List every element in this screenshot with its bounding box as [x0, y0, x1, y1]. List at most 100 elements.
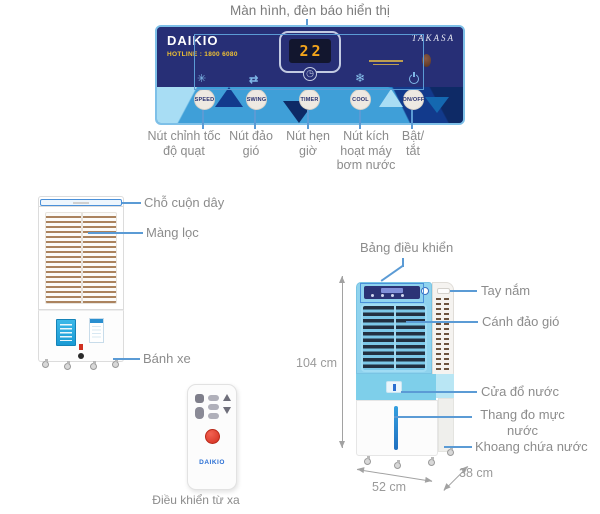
front-louver-grille — [361, 304, 427, 372]
remote-button — [195, 407, 204, 419]
caption-line: bơm nước — [336, 158, 396, 172]
cooler-top-cap — [38, 196, 124, 207]
width-dimension: 52 cm — [372, 480, 407, 494]
remote-button — [208, 404, 219, 410]
label-cord-wrap: Chỗ cuộn dây — [144, 195, 225, 210]
label-handle: Tay nắm — [481, 283, 531, 298]
caster-wheel — [112, 359, 119, 368]
remote-button — [195, 394, 204, 403]
caster-wheel — [447, 447, 454, 456]
pattern-shape — [379, 89, 403, 107]
caption-line: Nút chỉnh tốc — [147, 129, 221, 143]
remote-button — [208, 395, 219, 401]
caption-line: Nút đảo — [229, 129, 273, 143]
caption-line: nước — [507, 423, 538, 438]
cool-button: COOL — [350, 89, 371, 110]
brand-badge — [421, 287, 429, 295]
leader-line — [394, 416, 472, 418]
depth-dimension: 38 cm — [459, 466, 494, 480]
power-icon — [409, 71, 419, 84]
side-vent — [444, 298, 449, 372]
mini-display — [381, 288, 403, 293]
leader-line — [88, 232, 143, 234]
leader-line — [406, 321, 478, 323]
caster-wheel — [42, 359, 49, 368]
caption-cool: Nút kích hoạt máy bơm nước — [336, 129, 396, 173]
label-sticker — [56, 319, 76, 346]
onoff-button: ON/OFF — [403, 89, 424, 110]
mid-band-side — [436, 374, 454, 398]
mini-button — [401, 294, 404, 297]
caption-timer: Nút hẹn giờ — [284, 129, 332, 158]
caption-line: hoạt máy — [340, 143, 392, 158]
leader-line — [202, 110, 204, 129]
remote-power-button — [205, 429, 220, 444]
caption-line: Bật/ — [401, 129, 425, 143]
timer-button: TIMER — [299, 89, 320, 110]
filter-slats — [45, 212, 117, 304]
height-dimension-line — [338, 276, 347, 448]
ir-sensor — [422, 54, 431, 67]
caption-line: Nút hẹn — [286, 129, 330, 143]
leader-line — [307, 110, 309, 129]
pattern-shape — [215, 87, 243, 107]
handle — [437, 288, 450, 294]
label-water-gauge: Thang đo mực nước — [475, 407, 570, 439]
leader-line — [359, 110, 361, 129]
speed-button: SPEED — [194, 89, 215, 110]
remote-control: DAIKIO — [187, 384, 237, 490]
cooler-side-face — [432, 282, 454, 376]
notice-small-print — [369, 60, 403, 62]
leader-line — [444, 446, 472, 448]
side-vent — [436, 298, 441, 372]
label-wheels: Bánh xe — [143, 351, 191, 366]
caption-line: Thang đo mực — [480, 407, 565, 422]
hotline-text: HOTLINE : 1800 6080 — [167, 51, 238, 58]
water-level-gauge — [394, 406, 398, 450]
swing-button: SWING — [246, 89, 267, 110]
timer-clock-icon: ◷ — [303, 67, 317, 81]
caster-wheel — [394, 460, 401, 469]
display-annotation-box — [194, 34, 424, 90]
remote-brand-logo: DAIKIO — [199, 459, 225, 466]
down-arrow-icon — [223, 407, 231, 414]
label-louvers: Cánh đảo gió — [482, 314, 560, 329]
leader-line — [401, 391, 477, 393]
caption-line: gió — [242, 143, 260, 158]
leader-line — [254, 110, 256, 129]
caster-wheel — [428, 457, 435, 466]
spec-sticker — [89, 318, 104, 343]
water-tank-side — [438, 398, 454, 452]
panel-face: DAIKIO HOTLINE : 1800 6080 TAKASA 22 ◷ ✳… — [157, 27, 463, 90]
brand-logo: DAIKIO — [167, 33, 219, 48]
cooler-front-view — [356, 280, 456, 480]
swing-icon: ⇄ — [249, 74, 259, 86]
leader-line — [380, 265, 403, 282]
rear-filter-grille — [38, 207, 124, 310]
display-bezel: 22 — [279, 31, 341, 73]
caption-swing: Nút đảo gió — [227, 129, 275, 158]
fan-icon: ✳ — [197, 73, 207, 85]
notice-small-print — [373, 63, 399, 66]
temperature-display: 22 — [289, 39, 331, 63]
leader-line — [113, 358, 140, 360]
label-control-panel: Bảng điều khiển — [360, 240, 454, 255]
cooler-lower-body — [38, 310, 124, 362]
brand-secondary: TAKASA — [411, 33, 455, 43]
caster-wheel — [364, 456, 371, 465]
caption-line: giờ — [299, 143, 317, 158]
caster-wheel — [64, 361, 71, 370]
caption-line: độ quạt — [163, 143, 205, 158]
leader-line — [411, 110, 413, 129]
cooler-front-face — [356, 282, 432, 374]
drain-valve — [79, 344, 83, 350]
mini-button — [371, 294, 374, 297]
mini-control-panel — [364, 286, 420, 299]
caption-speed: Nút chỉnh tốc độ quạt — [143, 129, 225, 158]
mini-button — [391, 294, 394, 297]
leader-line — [122, 202, 141, 204]
up-arrow-icon — [223, 394, 231, 401]
pattern-shape — [425, 97, 449, 113]
leader-line — [450, 290, 477, 292]
caption-power: Bật/ tắt — [399, 129, 427, 158]
